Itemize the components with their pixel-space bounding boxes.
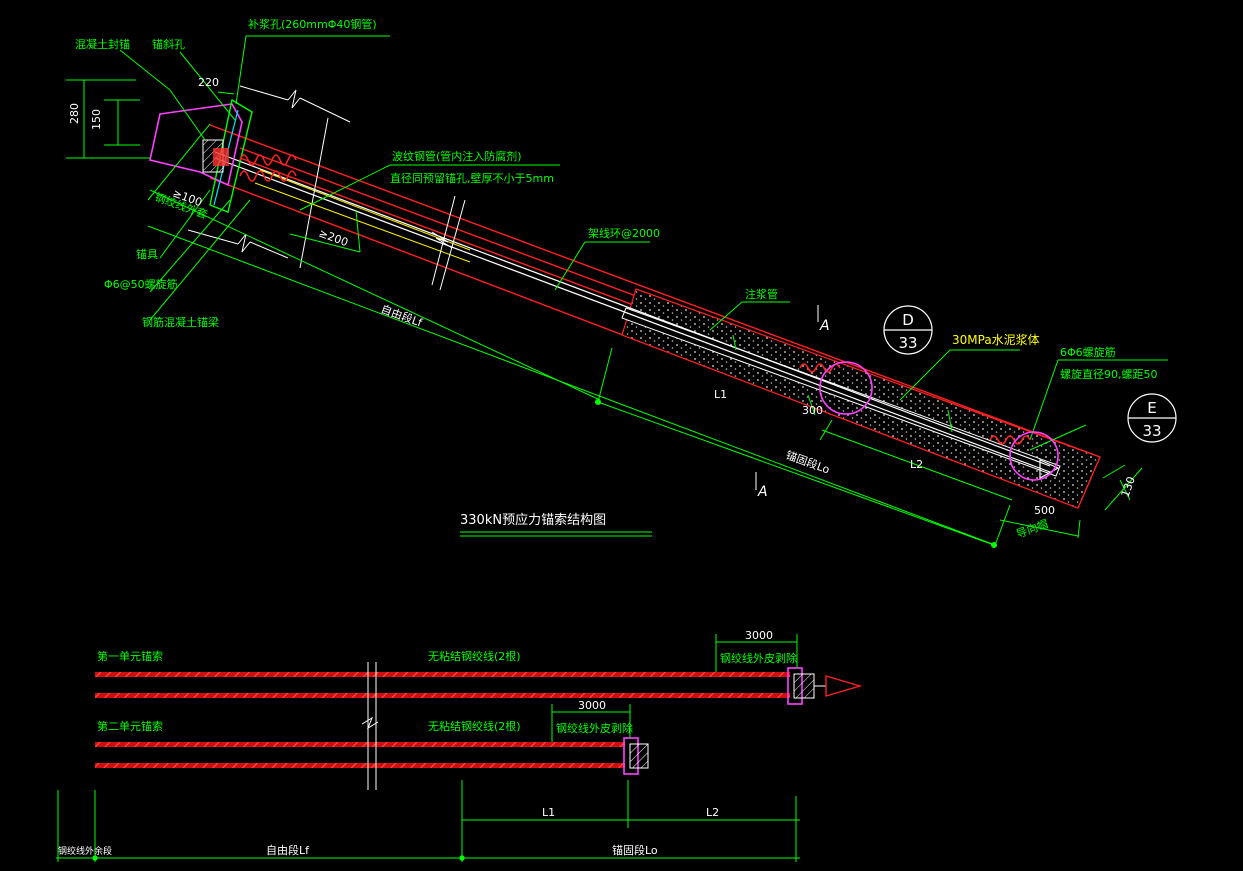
unit1-name: 第一单元锚索 [97,649,163,663]
label-dim-220: 220 [198,76,219,89]
main-anchor-view: 混凝土封锚 锚斜孔 补浆孔(260mmΦ40钢管) 220 280 150 ≥1… [66,17,1177,549]
label-dim-130: 130 [1119,475,1138,499]
unit2-strand-label: 无粘结钢绞线(2根) [428,719,521,733]
label-rc-beam: 钢筋混凝土锚梁 [142,315,219,329]
section-mark-a-bottom: A [757,484,768,500]
unit1-strand-label: 无粘结钢绞线(2根) [428,649,521,663]
label-corrugated-2: 直径同预留锚孔,壁厚不小于5mm [390,171,554,185]
callout-d-sheet: 33 [898,334,917,352]
label-spiral-bottom-1: 6Φ6螺旋筋 [1060,345,1116,359]
borehole-top-edge [209,124,1101,458]
bottom-outer-length: 钢绞线外余段 [58,845,112,857]
section-mark-a-top: A [819,318,830,334]
label-corrugated-1: 波纹钢管(管内注入防腐剂) [392,149,522,163]
label-anchor-hole: 锚斜孔 [152,37,185,51]
tendon-line [214,151,1051,467]
bottom-free-length: 自由段Lf [266,843,310,857]
bottom-l1: L1 [542,806,555,819]
label-guide-cap: 导向帽 [1014,516,1050,540]
detail-circle-d [819,361,873,415]
label-l2: L2 [910,458,923,471]
unit2-dim-3000: 3000 [578,699,606,712]
label-dim-300: 300 [802,404,823,417]
bottom-l2: L2 [706,806,719,819]
label-anchor-device: 锚具 [136,247,158,261]
top-spiral [239,154,297,182]
unit2-anchor [623,737,649,775]
unit1-strip-label: 钢绞线外皮剥除 [720,651,797,665]
label-dim-500: 500 [1034,504,1055,517]
detail-circle-e [1009,431,1059,481]
label-free-length: 自由段Lf [379,302,425,330]
label-dim-280: 280 [68,103,81,124]
label-spiral-bottom-2: 螺旋直径90,螺距50 [1060,367,1158,381]
label-mortar: 30MPa水泥浆体 [952,332,1040,347]
unit1-strand-top [95,672,790,677]
bottom-anchor-length: 锚固段Lo [612,843,658,857]
unit1-strand-bottom [95,693,790,698]
callout-d-letter: D [902,311,914,329]
unit1-dim-3000: 3000 [745,629,773,642]
label-cover: 混凝土封锚 [75,37,130,51]
label-frame-ring: 架线环@2000 [588,226,660,240]
dim-line-main [147,225,996,546]
drawing-title: 330kN预应力锚索结构图 [460,512,606,528]
label-grout-pipe: 注浆管 [745,287,778,301]
unit2-strand-top [95,742,625,747]
label-dim-150: 150 [90,109,103,130]
unit2-strip-label: 钢绞线外皮剥除 [556,721,633,735]
label-grout-hole: 补浆孔(260mmΦ40钢管) [248,17,377,31]
unit2-strand-bottom [95,763,625,768]
label-l1: L1 [714,388,727,401]
concrete-cover [149,103,243,187]
unit1-anchor [787,667,863,705]
callout-e-sheet: 33 [1142,422,1161,440]
label-spiral-top: Φ6@50螺旋筋 [104,277,178,291]
callout-e-letter: E [1147,399,1156,417]
cable-units-view: 第一单元锚索 无粘结钢绞线(2根) 3000 钢绞线外皮剥除 第二单元锚索 无粘… [56,629,863,862]
unit2-name: 第二单元锚索 [97,719,163,733]
